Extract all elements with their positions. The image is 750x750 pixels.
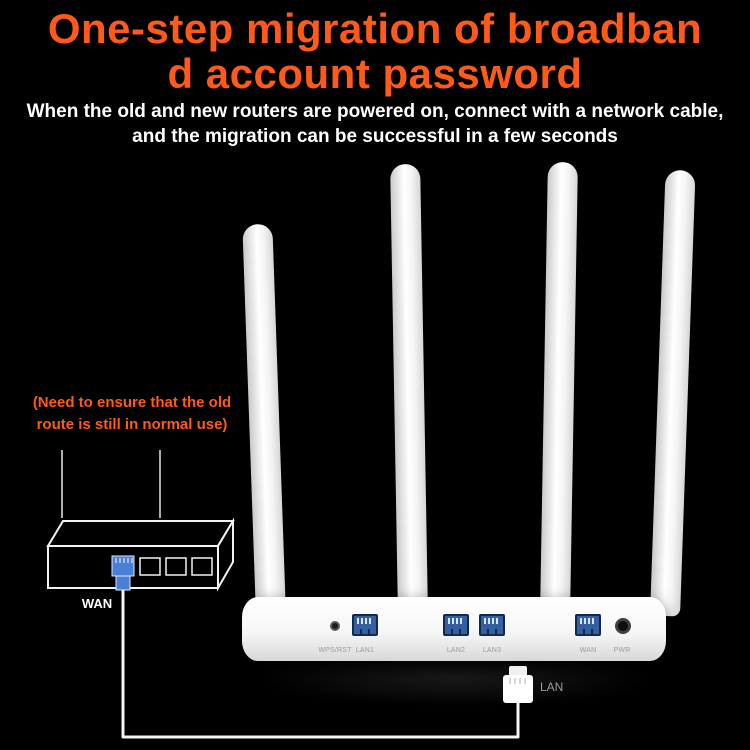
port-label-lan1: LAN1 — [355, 647, 375, 654]
annotation-pointer-lines — [61, 450, 161, 518]
wps-reset-button — [330, 621, 340, 631]
wan-port-pins — [115, 558, 133, 563]
old-router-note: (Need to ensure that the old route is st… — [12, 392, 252, 436]
note-line-2: route is still in normal use) — [36, 416, 228, 433]
subtitle-line-1: When the old and new routers are powered… — [26, 101, 724, 122]
lan-plug-label: LAN — [540, 680, 564, 694]
wan-cable-connector — [115, 575, 131, 591]
port-label-lan2: LAN2 — [446, 647, 466, 654]
lan-port-2 — [443, 614, 469, 636]
subtitle-line-2: and the migration can be successful in a… — [132, 126, 618, 147]
port-label-lan3: LAN3 — [482, 647, 502, 654]
page-title: One-step migration of broadban d account… — [0, 6, 750, 96]
lan-port-1 — [352, 614, 378, 636]
antenna-1 — [242, 223, 286, 617]
note-line-1: (Need to ensure that the old — [32, 394, 232, 411]
subtitle: When the old and new routers are powered… — [0, 99, 750, 149]
lan-port-3 — [479, 614, 505, 636]
old-router-wan-port — [111, 555, 135, 577]
old-router-empty-port-3 — [191, 557, 213, 576]
port-label-pwr: PWR — [613, 647, 631, 654]
antenna-2 — [390, 163, 428, 617]
title-line-1: One-step migration of broadban — [47, 5, 703, 52]
title-line-2: d account password — [167, 50, 583, 97]
wan-label: WAN — [82, 596, 112, 611]
old-router-empty-port-1 — [139, 557, 161, 576]
old-router-illustration — [46, 517, 235, 592]
port-label-wan: WAN — [579, 647, 597, 654]
power-jack — [615, 618, 631, 634]
antenna-4 — [650, 169, 696, 617]
old-router-empty-port-2 — [165, 557, 187, 576]
antenna-3 — [540, 161, 578, 617]
wan-port — [575, 614, 601, 636]
